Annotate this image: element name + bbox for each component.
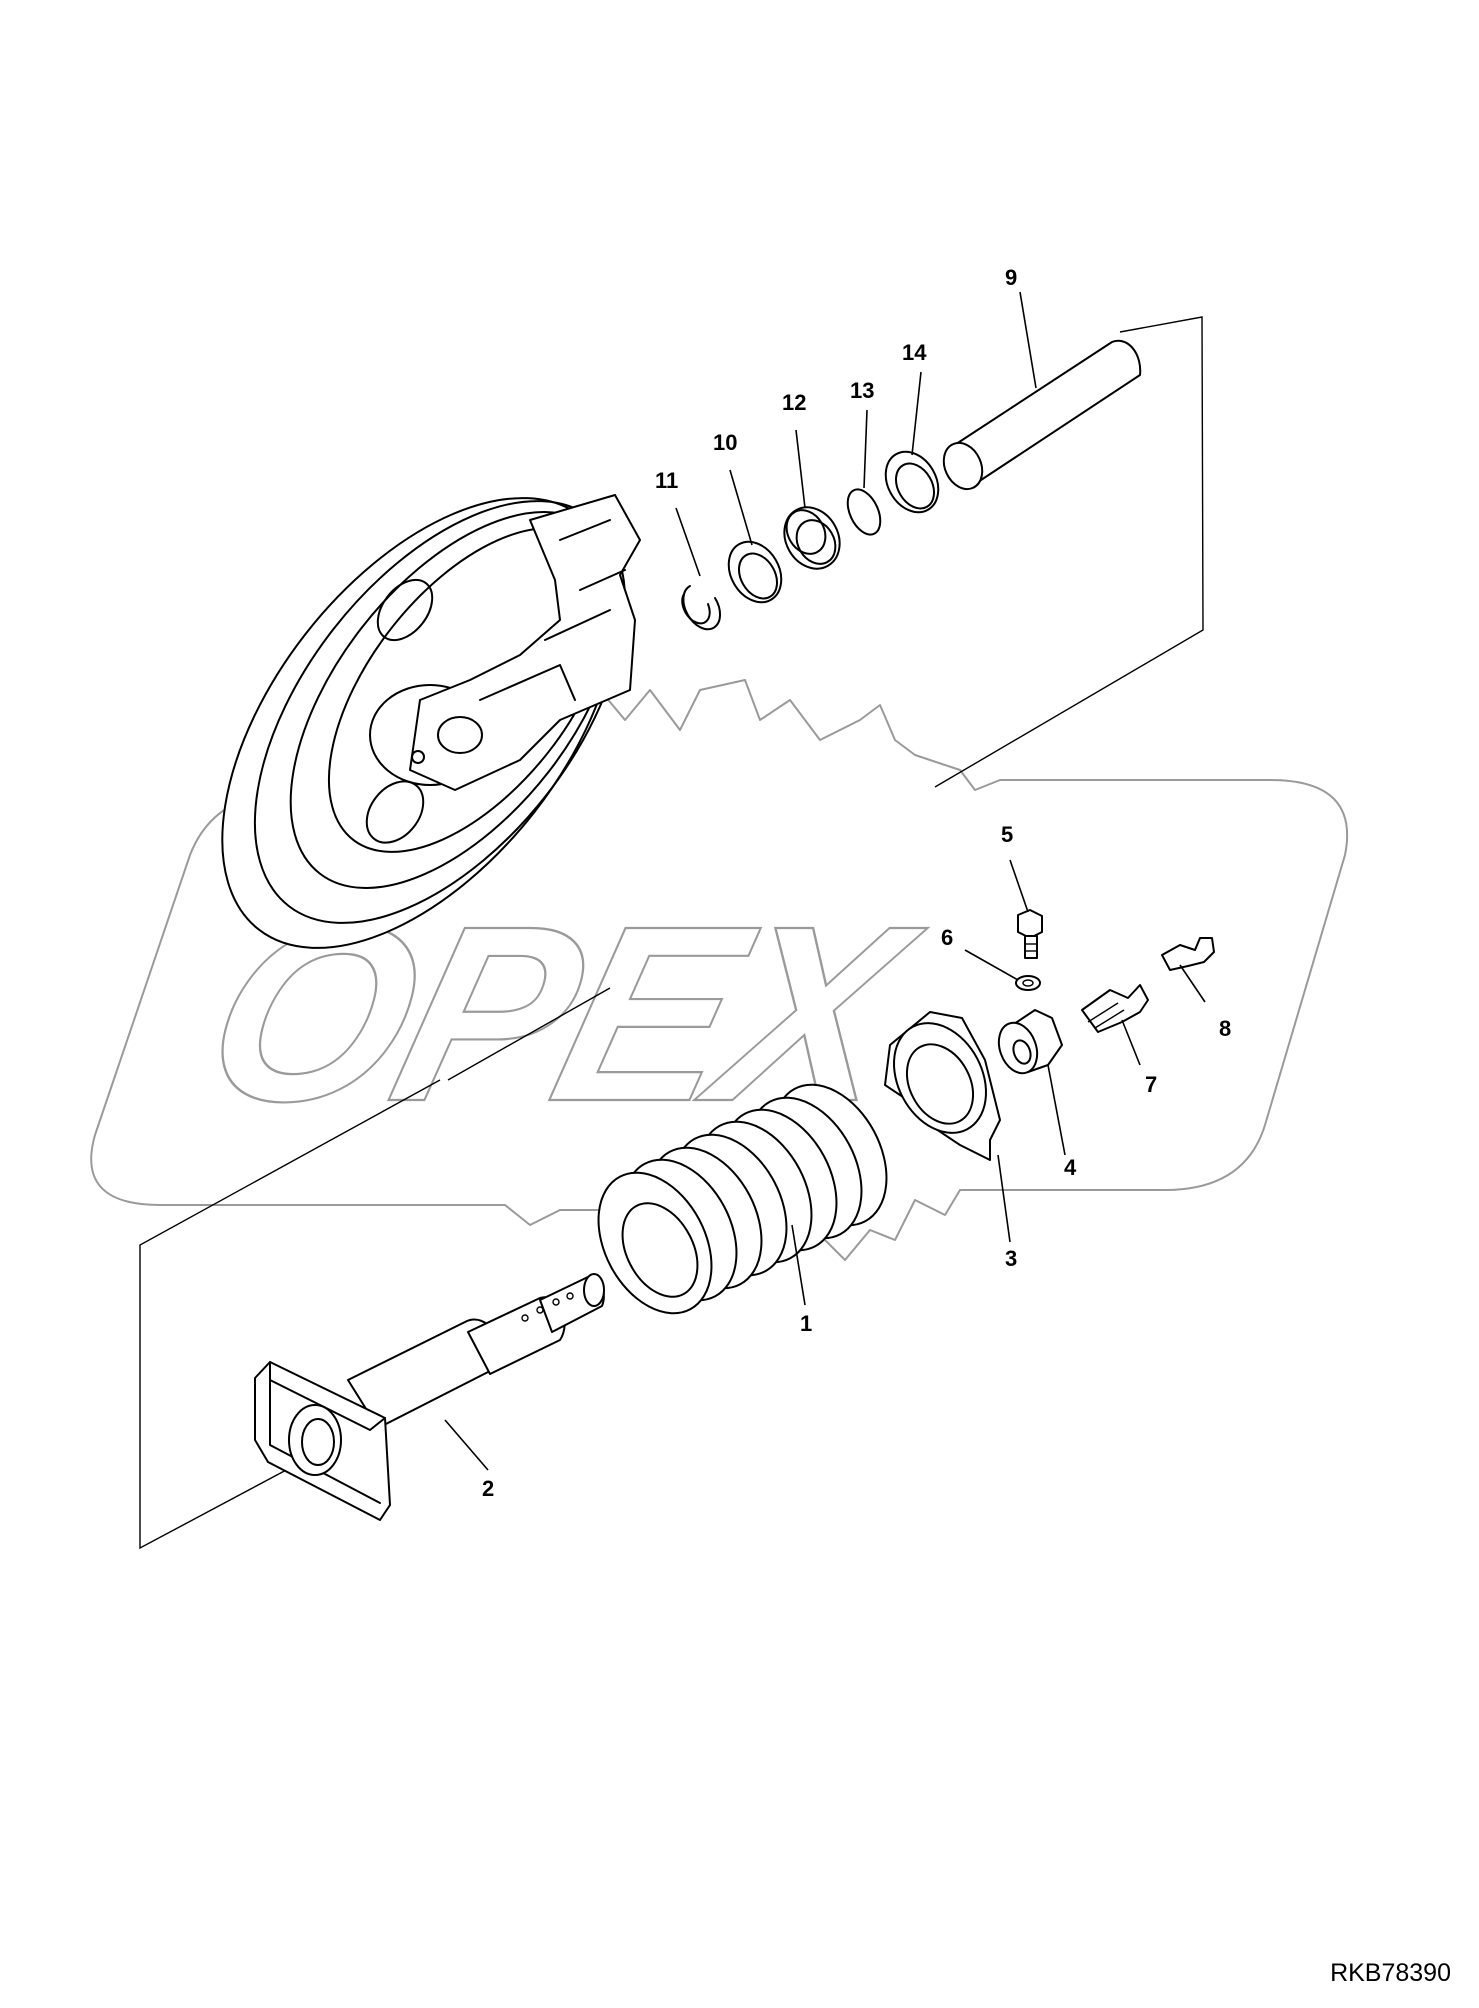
callout-9: 9 — [1005, 265, 1017, 290]
part-11-snap-ring — [681, 585, 722, 631]
callout-13: 13 — [850, 378, 874, 403]
part-2-rod — [254, 1273, 605, 1521]
callout-10: 10 — [713, 430, 737, 455]
callout-4: 4 — [1064, 1155, 1077, 1180]
part-12-bearing — [783, 506, 841, 570]
callout-12: 12 — [782, 390, 806, 415]
part-3-flange — [884, 1011, 1001, 1161]
callout-14: 14 — [902, 340, 927, 365]
part-5-bolt — [1017, 909, 1043, 959]
part-6-washer — [1015, 975, 1041, 991]
part-7-valve — [1081, 984, 1149, 1033]
callout-8: 8 — [1219, 1016, 1231, 1041]
drawing-code: RKB78390 — [1330, 1959, 1451, 1987]
watermark-gear-outline — [90, 679, 1349, 1261]
assembly-frame-lines — [139, 316, 1204, 1550]
callout-5: 5 — [1001, 822, 1013, 847]
callout-2: 2 — [482, 1476, 494, 1501]
part-1-spring — [597, 1083, 888, 1315]
callout-3: 3 — [1005, 1246, 1017, 1271]
part-4-nut — [997, 1009, 1063, 1075]
callout-7: 7 — [1145, 1072, 1157, 1097]
part-14-seal — [884, 450, 940, 514]
idler-wheel-assembly — [221, 494, 641, 949]
leader-lines — [444, 291, 1206, 1471]
callout-6: 6 — [941, 925, 953, 950]
callout-11: 11 — [655, 468, 678, 493]
part-10-ring — [727, 540, 783, 604]
part-13-o-ring — [846, 488, 882, 536]
part-8-fitting — [1161, 937, 1215, 971]
callout-labels: 9 14 13 12 10 11 5 6 8 7 4 3 1 2 — [482, 265, 1231, 1501]
part-9-shaft — [942, 339, 1142, 491]
callout-1: 1 — [800, 1311, 812, 1336]
